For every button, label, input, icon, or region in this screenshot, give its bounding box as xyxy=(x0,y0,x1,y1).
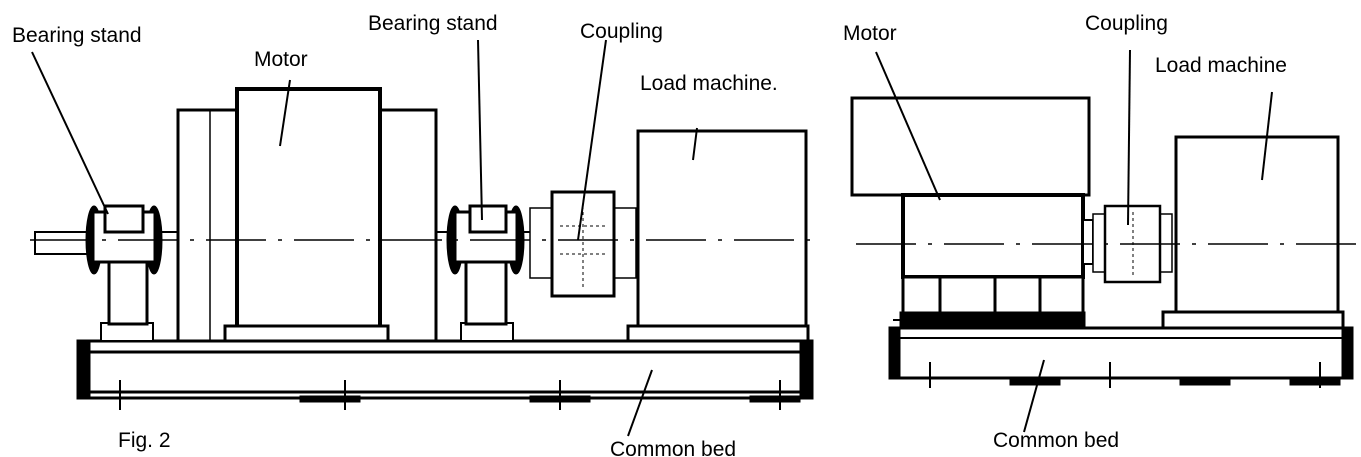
label-load-machine-left: Load machine. xyxy=(640,72,778,95)
label-bearing-stand-right: Bearing stand xyxy=(368,12,498,35)
right-common-bed xyxy=(888,326,1354,388)
left-load-machine xyxy=(626,129,810,343)
right-drawing: Motor Coupling Load machine Common bed xyxy=(843,12,1358,452)
left-drawing: Bearing stand Motor Bearing stand Coupli… xyxy=(12,12,818,457)
label-bearing-stand-left: Bearing stand xyxy=(12,24,142,47)
label-coupling-left: Coupling xyxy=(580,20,663,43)
figure-caption: Fig. 2 xyxy=(118,429,171,452)
label-common-bed-left: Common bed xyxy=(610,438,736,457)
label-load-machine-right: Load machine xyxy=(1155,54,1287,77)
right-motor xyxy=(850,96,1094,329)
left-bearing-stand-2 xyxy=(436,204,525,342)
label-motor-right: Motor xyxy=(843,22,897,45)
left-leader-lines xyxy=(31,39,698,437)
left-common-bed xyxy=(76,339,814,410)
left-coupling xyxy=(520,190,637,298)
label-motor-left: Motor xyxy=(254,48,308,71)
left-bearing-stand-1 xyxy=(34,204,163,342)
left-motor xyxy=(155,87,438,343)
label-common-bed-right: Common bed xyxy=(993,429,1119,452)
label-coupling-right: Coupling xyxy=(1085,12,1168,35)
right-load-machine xyxy=(1161,135,1345,330)
right-leader-lines xyxy=(875,49,1273,433)
